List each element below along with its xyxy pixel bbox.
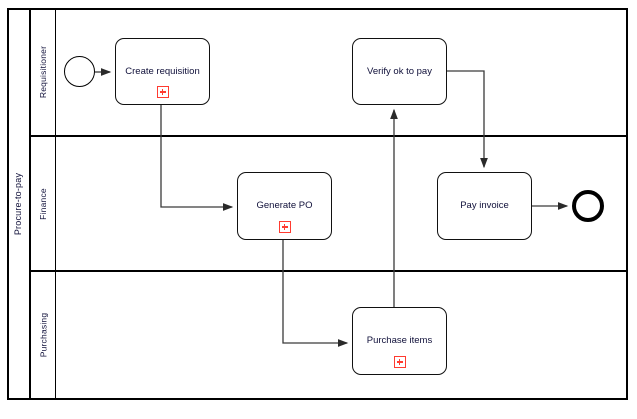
lane-label-requisitioner: Requisitioner bbox=[38, 45, 48, 98]
lane-header-purchasing: Purchasing bbox=[31, 272, 56, 398]
lane-purchasing: Purchasing bbox=[31, 272, 626, 398]
end-event[interactable] bbox=[572, 190, 604, 222]
lane-label-finance: Finance bbox=[38, 187, 49, 220]
task-label-purchase-items: Purchase items bbox=[366, 335, 433, 347]
task-label-generate-po: Generate PO bbox=[256, 200, 313, 212]
lane-header-finance: Finance bbox=[31, 137, 56, 270]
start-event[interactable] bbox=[64, 56, 95, 87]
sub-process-plus-icon[interactable] bbox=[278, 221, 291, 233]
lane-label-purchasing: Purchasing bbox=[38, 312, 48, 358]
task-label-create-requisition: Create requisition bbox=[125, 65, 200, 77]
task-purchase-items[interactable]: Purchase items bbox=[352, 307, 447, 375]
task-create-requisition[interactable]: Create requisition bbox=[115, 38, 210, 105]
lane-requisitioner: Requisitioner bbox=[31, 8, 626, 137]
task-pay-invoice[interactable]: Pay invoice bbox=[437, 172, 532, 240]
sub-process-plus-icon[interactable] bbox=[156, 86, 169, 98]
pool-name-label: Procure-to-pay bbox=[13, 172, 24, 236]
sub-process-plus-icon[interactable] bbox=[393, 356, 406, 368]
lane-header-requisitioner: Requisitioner bbox=[31, 8, 56, 135]
pool-label-column: Procure-to-pay bbox=[7, 8, 31, 400]
task-label-pay-invoice: Pay invoice bbox=[460, 200, 509, 212]
task-label-verify-ok-to-pay: Verify ok to pay bbox=[367, 65, 432, 77]
task-verify-ok-to-pay[interactable]: Verify ok to pay bbox=[352, 38, 447, 105]
task-generate-po[interactable]: Generate PO bbox=[237, 172, 332, 240]
